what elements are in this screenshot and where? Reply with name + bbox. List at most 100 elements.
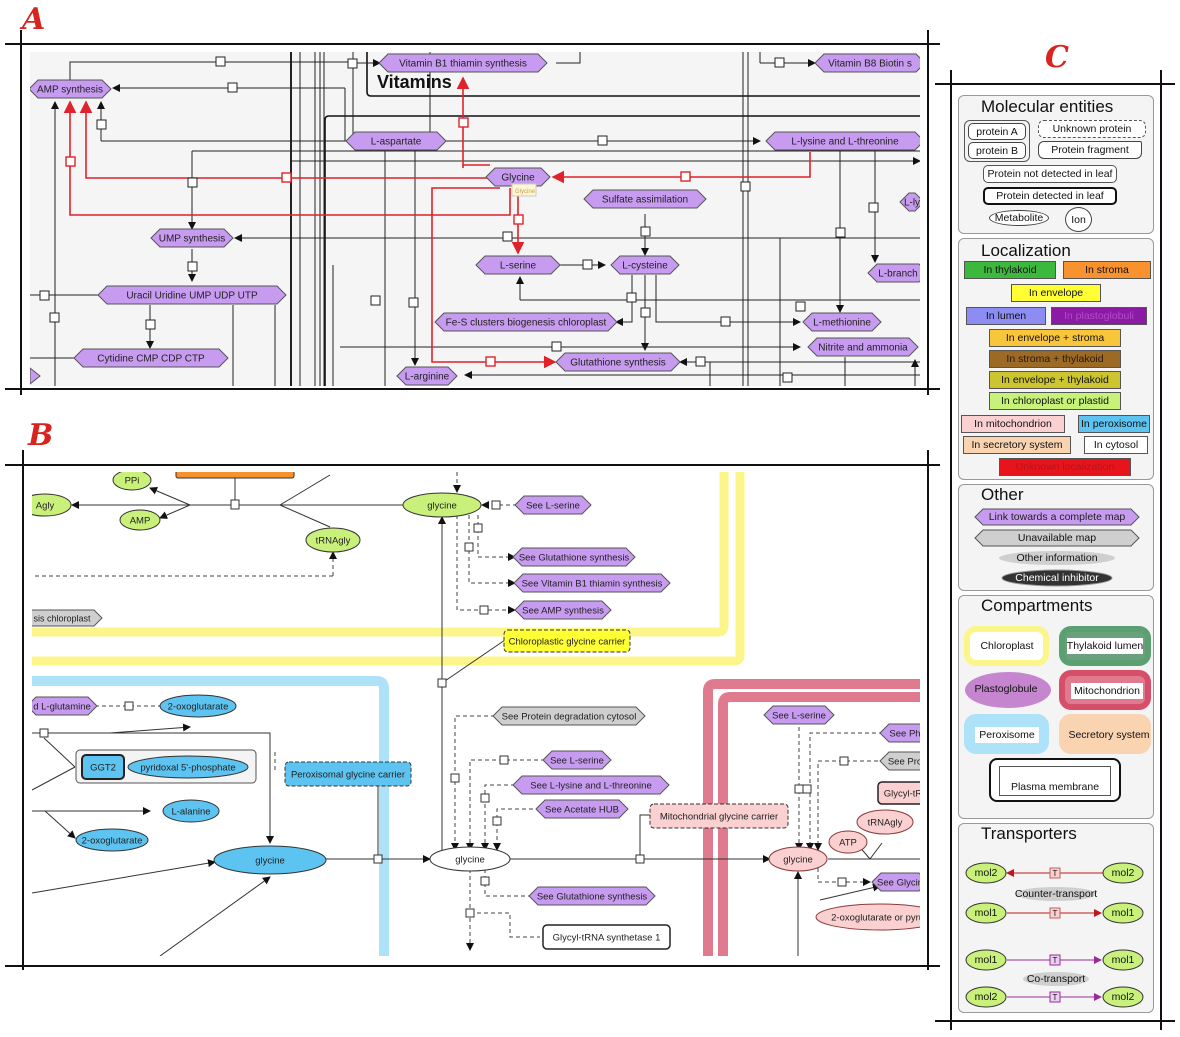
metabolite-agly[interactable]: Agly: [32, 493, 72, 517]
node-fes_cut[interactable]: sis chloroplast: [32, 609, 103, 627]
node-see_vitb1[interactable]: See Vitamin B1 thiamin synthesis: [513, 573, 671, 593]
metabolite-gly_perox-label: glycine: [255, 856, 285, 867]
metabolite-gly_mito-label: glycine: [783, 855, 813, 866]
metabolite-gly_mito[interactable]: glycine: [768, 846, 828, 872]
metabolite-oxo2[interactable]: 2-oxoglutarate: [75, 828, 149, 852]
node-see_vitb1-shape: [513, 573, 671, 593]
legend-peroxisome: Peroxisome: [975, 727, 1039, 743]
protein-ggt2[interactable]: GGT2: [81, 754, 125, 780]
frame-b-top: [5, 464, 940, 466]
node-see_amp-shape: [514, 600, 612, 620]
node-see_glut2[interactable]: See Glutathione synthesis: [528, 886, 656, 906]
node-branch-shape: [867, 263, 920, 283]
protein-chloro_carrier-shape: [503, 629, 631, 653]
node-amp-shape: [30, 79, 112, 99]
transporter-t-4: T: [1052, 992, 1058, 1002]
node-see_glut1[interactable]: See Glutathione synthesis: [512, 547, 636, 567]
transporter-t-boxes: [1049, 867, 1061, 1003]
node-gly[interactable]: Glycine: [485, 167, 551, 187]
legend-link-map: Link towards a complete map: [988, 511, 1126, 523]
localization-swatch-in-cytosol: In cytosol: [1084, 436, 1148, 454]
metabolite-gly_perox-shape: [213, 845, 327, 875]
node-ser[interactable]: L-serine: [475, 255, 561, 275]
metabolite-atp[interactable]: ATP: [828, 830, 868, 854]
node-cys[interactable]: L-cysteine: [610, 255, 680, 275]
metabolite-trnagly_m[interactable]: tRNAgly: [856, 809, 914, 835]
node-see_ser1[interactable]: See L-serine: [514, 495, 592, 515]
node-ump-shape: [150, 228, 234, 248]
transporter-t-3: T: [1052, 955, 1058, 965]
node-see_lys[interactable]: See L-lysine and L-threonine: [512, 775, 670, 795]
legend-molecular-title: Molecular entities: [981, 97, 1114, 116]
node-sulf[interactable]: Sulfate assimilation: [583, 189, 707, 209]
node-nitrite[interactable]: Nitrite and ammonia: [807, 337, 919, 357]
node-see_glyc[interactable]: See Glycin: [871, 872, 920, 892]
node-arg[interactable]: L-arginine: [396, 366, 458, 386]
transporter-molecules: [965, 862, 1144, 1008]
node-see_pro-label: See Pro: [888, 757, 920, 768]
metabolite-oxo_pyr[interactable]: 2-oxoglutarate or pyruv: [815, 903, 920, 931]
node-uracil-shape: [97, 285, 287, 305]
node-see_acetate[interactable]: See Acetate HUB: [535, 799, 629, 819]
inhibitor-ellipse: [1001, 569, 1113, 587]
frame-c-right: [1160, 70, 1162, 1030]
metabolite-ppi-shape: [112, 472, 152, 491]
metabolite-amp[interactable]: AMP: [119, 509, 161, 531]
node-ly_cut[interactable]: L-ly: [899, 192, 920, 212]
metabolite-oxo1[interactable]: 2-oxoglutarate: [159, 694, 237, 718]
node-fes[interactable]: Fe-S clusters biogenesis chloroplast: [434, 312, 618, 332]
node-asp-shape: [345, 131, 447, 151]
protein-glycyl1[interactable]: Glycyl-tRNA synthetase 1: [542, 924, 671, 950]
metabolite-plp-label: pyridoxal 5'-phosphate: [140, 763, 235, 774]
metabolite-gly_perox[interactable]: glycine: [213, 845, 327, 875]
glycine-tooltip-box: [511, 183, 537, 197]
node-see_glut1-shape: [512, 547, 636, 567]
protein-glycyl_cut[interactable]: Glycyl-tR: [877, 781, 920, 805]
metabolite-trnagly-shape: [305, 527, 361, 553]
node-see_amp[interactable]: See AMP synthesis: [514, 600, 612, 620]
frame-a-left: [20, 30, 22, 395]
metabolite-gly_cyto[interactable]: glycine: [429, 846, 511, 872]
metabolite-trnagly_m-shape: [856, 809, 914, 835]
chloroplast-envelope-outer: [32, 472, 745, 666]
node-branch[interactable]: L-branch: [867, 263, 920, 283]
localization-swatch-in-stroma: In stroma: [1063, 261, 1151, 279]
protein-mito_carrier[interactable]: Mitochondrial glycine carrier: [649, 803, 789, 829]
protein-perox_carrier[interactable]: Peroxisomal glycine carrier: [284, 761, 412, 787]
panel-a-background: [30, 52, 920, 386]
node-ly_cut-label: L-ly: [904, 198, 920, 209]
legend-unavailable-map: Unavailable map: [1017, 532, 1097, 544]
node-cut-left[interactable]: [30, 367, 41, 385]
node-vitb1[interactable]: Vitamin B1 thiamin synthesis: [378, 53, 548, 73]
node-asp[interactable]: L-aspartate: [345, 131, 447, 151]
node-vitb8[interactable]: Vitamin B8 Biotin s: [814, 53, 920, 73]
node-amp[interactable]: AMP synthesis: [30, 79, 112, 99]
node-see_ph[interactable]: See Ph: [879, 723, 920, 743]
node-see_protdeg[interactable]: See Protein degradation cytosol: [492, 706, 646, 726]
node-see_pro[interactable]: See Pro: [879, 751, 920, 771]
counter-mol1-right: mol1: [1111, 907, 1135, 919]
frame-c-left: [950, 70, 952, 1030]
legend-co-transport: Co-transport: [1026, 973, 1086, 985]
metabolite-trnagly[interactable]: tRNAgly: [305, 527, 361, 553]
node-see_ser2[interactable]: See L-serine: [542, 750, 612, 770]
metabolite-plp[interactable]: pyridoxal 5'-phosphate: [127, 755, 249, 779]
node-uracil[interactable]: Uracil Uridine UMP UDP UTP: [97, 285, 287, 305]
protein-chloro_carrier[interactable]: Chloroplastic glycine carrier: [503, 629, 631, 653]
node-see_ser3[interactable]: See L-serine: [763, 705, 835, 725]
protein-glycyl1-label: Glycyl-tRNA synthetase 1: [553, 933, 661, 944]
panel-c-label: C: [1045, 40, 1069, 75]
node-vitb1-shape: [378, 53, 548, 73]
node-lys[interactable]: L-lysine and L-threonine: [765, 131, 920, 151]
metabolite-ppi[interactable]: PPi: [112, 472, 152, 491]
node-glutamine[interactable]: d L-glutamine: [32, 696, 98, 716]
node-glut[interactable]: Glutathione synthesis: [555, 352, 681, 372]
metabolite-alanine[interactable]: L-alanine: [162, 799, 220, 823]
node-cyt[interactable]: Cytidine CMP CDP CTP: [73, 348, 229, 368]
node-lys-label: L-lysine and L-threonine: [791, 137, 899, 148]
node-ump[interactable]: UMP synthesis: [150, 228, 234, 248]
protein-perox_carrier-shape: [284, 761, 412, 787]
metabolite-gly_chloro[interactable]: glycine: [402, 492, 482, 518]
node-met[interactable]: L-methionine: [802, 312, 882, 332]
